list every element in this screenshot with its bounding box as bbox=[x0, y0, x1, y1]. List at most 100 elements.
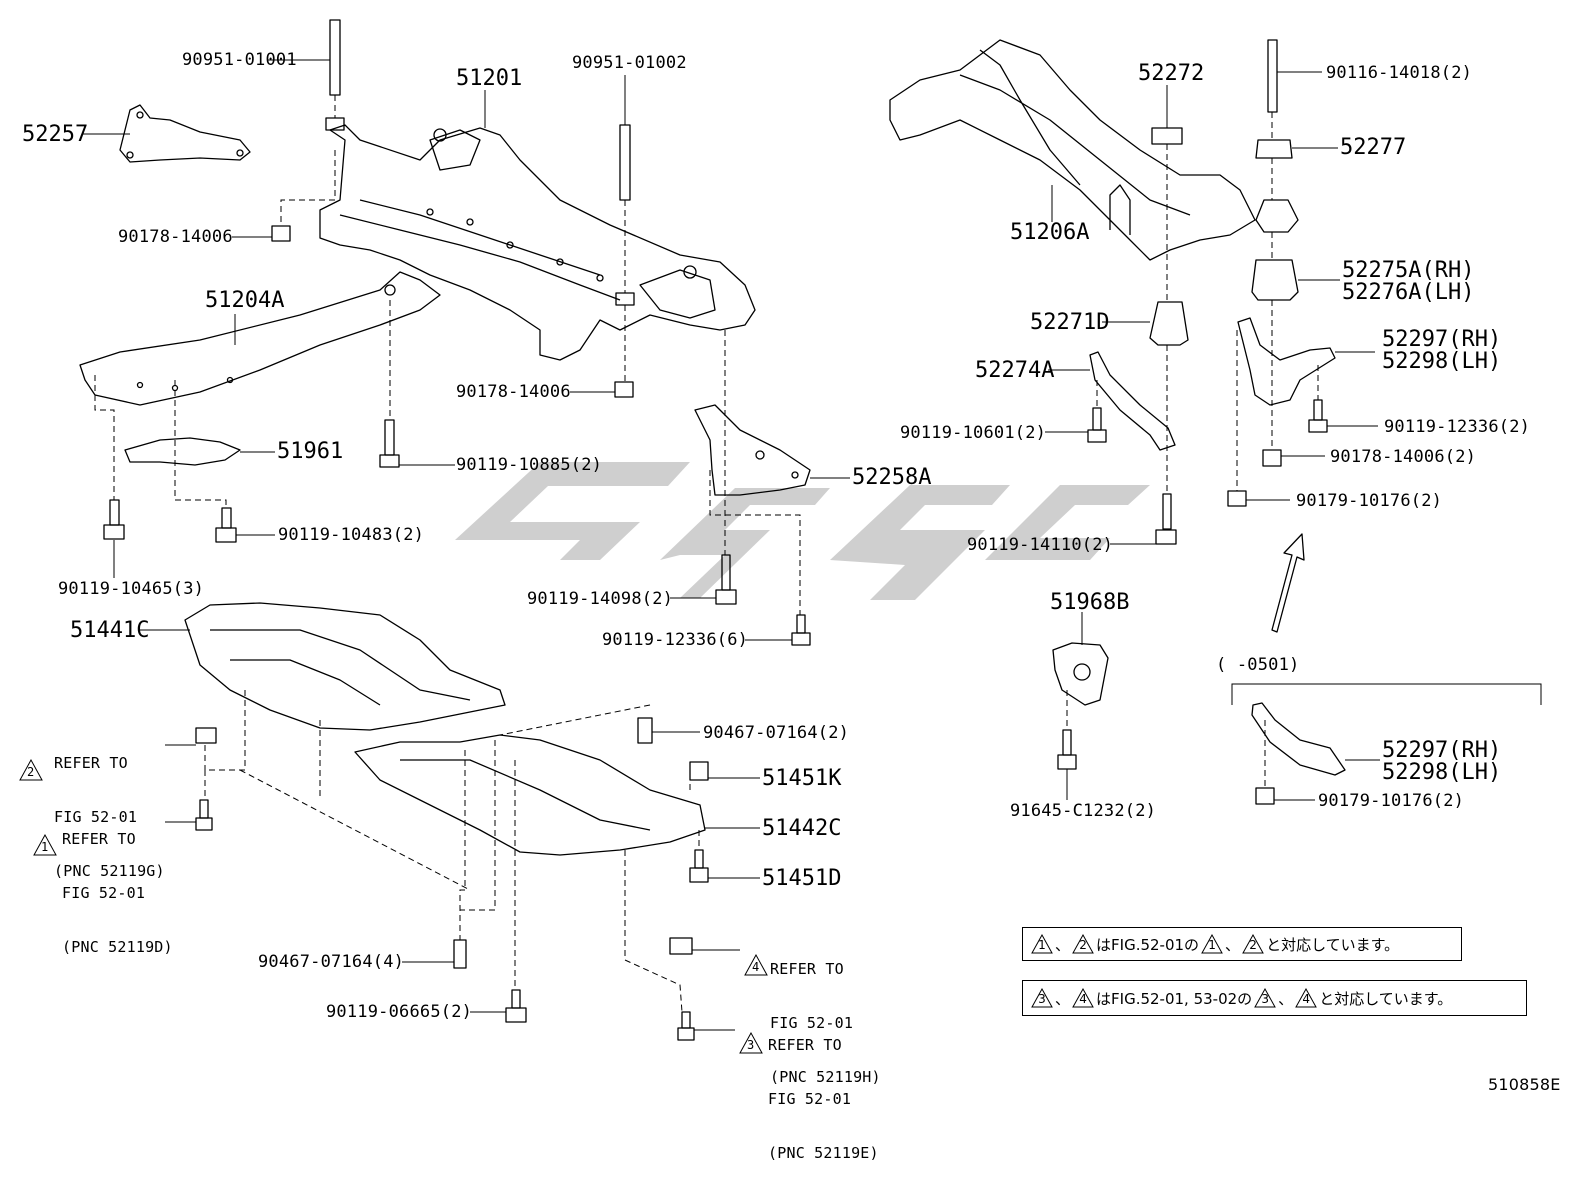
ref-line: FIG 52-01 bbox=[768, 1090, 852, 1108]
bush-52276A bbox=[1251, 259, 1299, 301]
part-label: 90119-10483(2) bbox=[278, 525, 425, 545]
part-label: 90119-12336(6) bbox=[602, 630, 749, 650]
part-label: 52297(RH) bbox=[1382, 327, 1502, 352]
part-label: 52298(LH) bbox=[1382, 760, 1502, 785]
part-label: 51442C bbox=[762, 816, 842, 841]
part-label: 90467-07164(2) bbox=[703, 723, 850, 743]
ref-line: REFER TO bbox=[770, 960, 844, 978]
part-label: 51451D bbox=[762, 866, 842, 891]
part-label: 90119-06665(2) bbox=[326, 1002, 473, 1022]
part-label: 90951-01001 bbox=[182, 50, 297, 70]
ref-line: (PNC 52119E) bbox=[768, 1144, 879, 1162]
ref-line: REFER TO bbox=[62, 830, 136, 848]
ref-line: (PNC 52119H) bbox=[770, 1068, 881, 1086]
bracket-52257 bbox=[119, 104, 251, 163]
part-label: 51204A bbox=[205, 288, 285, 313]
arm-52297 bbox=[1237, 317, 1336, 406]
part-label: 90179-10176(2) bbox=[1296, 491, 1443, 511]
ref-number: 3 bbox=[747, 1038, 755, 1052]
part-label: 90119-10465(3) bbox=[58, 579, 205, 599]
ref-note-2: REFER TO FIG 52-01 (PNC 52119G) bbox=[54, 718, 165, 898]
part-label: 90178-14006(2) bbox=[1330, 447, 1477, 467]
part-label: 90467-07164(4) bbox=[258, 952, 405, 972]
part-label: 52298(LH) bbox=[1382, 349, 1502, 374]
part-label: 52258A bbox=[852, 465, 932, 490]
direction-arrow bbox=[1271, 533, 1305, 633]
legend-box-2: 3 、 4 はFIG.52-01, 53-02の 3 、 4 と対応しています。 bbox=[1022, 980, 1527, 1016]
arm-52274A bbox=[1089, 351, 1176, 451]
part-label: 90119-12336(2) bbox=[1384, 417, 1531, 437]
ref-note-3: REFER TO FIG 52-01 (PNC 52119E) bbox=[768, 1000, 879, 1180]
bush-52275A bbox=[1255, 199, 1299, 233]
part-label: 52276A(LH) bbox=[1342, 280, 1475, 305]
ref-note-1: REFER TO FIG 52-01 (PNC 52119D) bbox=[62, 794, 173, 974]
ref-number: 1 bbox=[41, 840, 49, 854]
brace-51204A bbox=[79, 271, 441, 406]
under-cover-51442C bbox=[354, 734, 706, 856]
ref-number: 2 bbox=[27, 765, 35, 779]
part-label: 51441C bbox=[70, 618, 150, 643]
part-label: 51968B bbox=[1050, 590, 1130, 615]
part-label: 51206A bbox=[1010, 220, 1090, 245]
bush-52272 bbox=[1151, 127, 1183, 145]
parts-diagram: 90951-01001 51201 90951-01002 52257 9017… bbox=[19, 19, 1561, 1162]
triangle-icon: 1 bbox=[1031, 934, 1053, 954]
ref-line: FIG 52-01 bbox=[770, 1014, 854, 1032]
legend-text: と対応しています。 bbox=[1266, 935, 1400, 954]
triangle-icon: 2 bbox=[1242, 934, 1264, 954]
part-label: 52272 bbox=[1138, 61, 1205, 86]
plate-51961 bbox=[124, 437, 241, 466]
bush-52271D bbox=[1149, 301, 1189, 346]
legend-text: はFIG.52-01の bbox=[1096, 935, 1200, 954]
ref-line: FIG 52-01 bbox=[62, 884, 146, 902]
arm-52297-old bbox=[1251, 702, 1346, 776]
part-label: 51961 bbox=[277, 439, 344, 464]
ref-note-4: REFER TO FIG 52-01 (PNC 52119H) bbox=[770, 924, 881, 1104]
part-label: 90119-10601(2) bbox=[900, 423, 1047, 443]
part-label: 90178-14006 bbox=[118, 227, 233, 247]
part-label: 52297(RH) bbox=[1382, 738, 1502, 763]
rear-crossmember bbox=[889, 39, 1256, 261]
ref-line: REFER TO bbox=[768, 1036, 842, 1054]
bush-52277 bbox=[1255, 139, 1293, 159]
watermark bbox=[455, 462, 1150, 600]
part-label: 90119-14110(2) bbox=[967, 535, 1114, 555]
legend-separator: 、 bbox=[1225, 935, 1241, 954]
triangle-icon: 2 bbox=[1072, 934, 1094, 954]
diagram-drawing bbox=[19, 19, 1542, 1054]
part-label: 52257 bbox=[22, 122, 89, 147]
triangle-icon: 4 bbox=[1295, 988, 1318, 1008]
legend-text: と対応しています。 bbox=[1319, 989, 1453, 1008]
assembly-lines bbox=[94, 95, 1319, 1013]
part-label: 90116-14018(2) bbox=[1326, 63, 1473, 83]
part-label: 52274A bbox=[975, 358, 1055, 383]
ref-number: 4 bbox=[752, 960, 760, 974]
ref-line: FIG 52-01 bbox=[54, 808, 138, 826]
part-label: 90951-01002 bbox=[572, 53, 687, 73]
ref-line: (PNC 52119G) bbox=[54, 862, 165, 880]
triangle-icon: 3 bbox=[1254, 988, 1277, 1008]
triangle-icon: 4 bbox=[1072, 988, 1094, 1008]
figure-id: 510858E bbox=[1488, 1075, 1561, 1094]
part-label: 51451K bbox=[762, 766, 842, 791]
reference-triangles bbox=[19, 758, 768, 1054]
range-bracket bbox=[1231, 683, 1542, 705]
front-crossmember bbox=[319, 124, 756, 361]
triangle-icon: 3 bbox=[1031, 988, 1053, 1008]
leader-lines bbox=[82, 59, 1380, 1031]
part-label: 90119-14098(2) bbox=[527, 589, 674, 609]
part-label: 52277 bbox=[1340, 135, 1407, 160]
ref-line: REFER TO bbox=[54, 754, 128, 772]
part-label: 91645-C1232(2) bbox=[1010, 801, 1157, 821]
under-cover-51441C bbox=[184, 602, 506, 731]
part-label: 90178-14006 bbox=[456, 382, 571, 402]
plate-52258A bbox=[694, 404, 811, 496]
part-label: 52271D bbox=[1030, 310, 1110, 335]
ref-line: (PNC 52119D) bbox=[62, 938, 173, 956]
range-label: ( -0501) bbox=[1216, 655, 1300, 675]
legend-box-1: 1 、 2 はFIG.52-01の 1 、 2 と対応しています。 bbox=[1022, 927, 1462, 961]
legend-text: はFIG.52-01, 53-02の bbox=[1096, 989, 1253, 1008]
part-label: 51201 bbox=[456, 66, 523, 91]
part-label: 90119-10885(2) bbox=[456, 455, 603, 475]
triangle-icon: 1 bbox=[1201, 934, 1223, 954]
